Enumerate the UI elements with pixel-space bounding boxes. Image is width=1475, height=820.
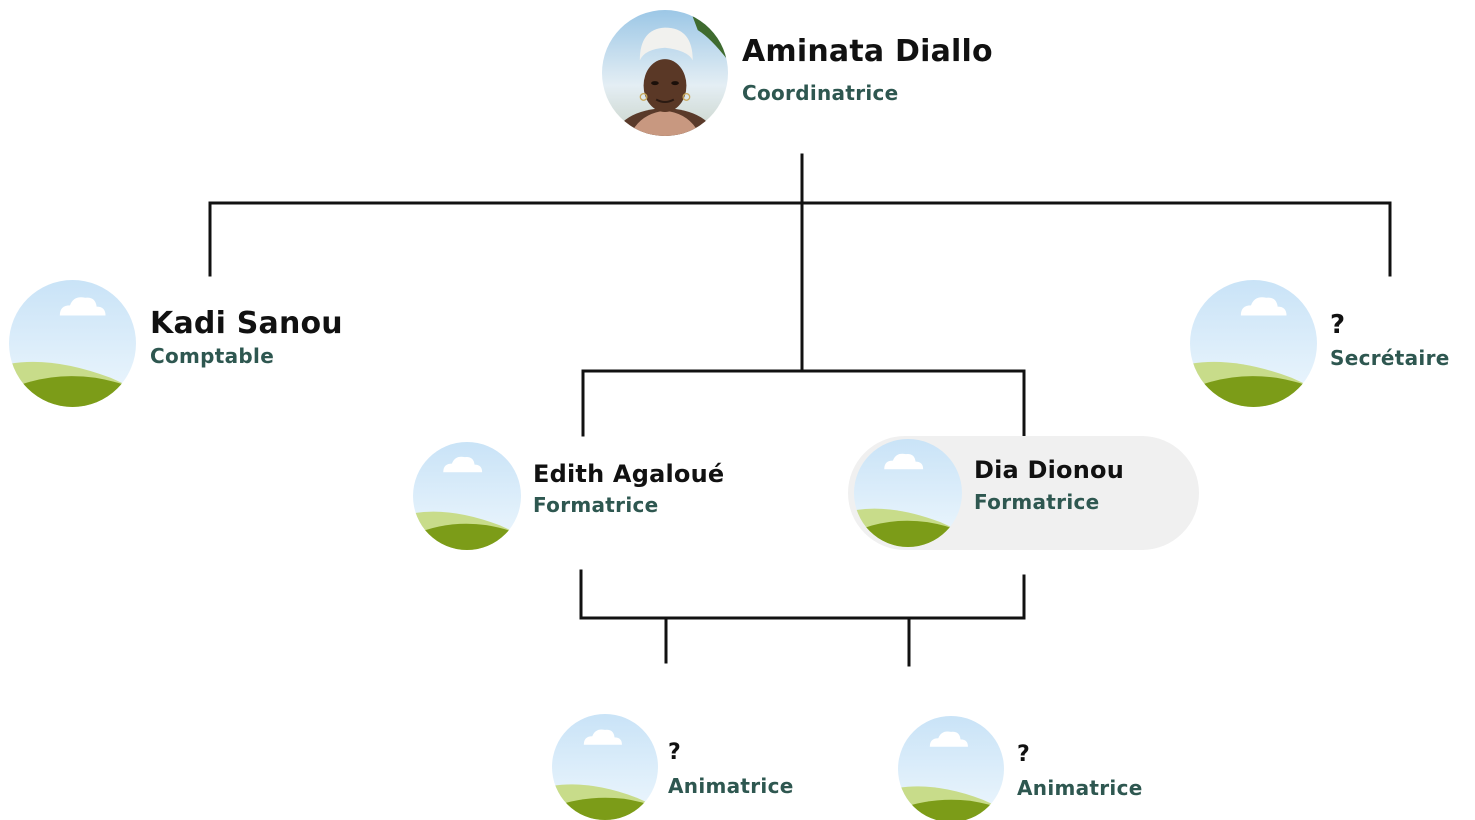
person-role: Animatrice	[1017, 776, 1143, 800]
person-name: Kadi Sanou	[150, 306, 343, 341]
person-name: ?	[1017, 742, 1030, 767]
landscape-placeholder-icon	[898, 716, 1004, 820]
person-name: ?	[668, 740, 681, 765]
person-name: Aminata Diallo	[742, 34, 993, 69]
person-card-secretaire[interactable]: ? Secrétaire	[1190, 280, 1470, 410]
person-card-comptable[interactable]: Kadi Sanou Comptable	[9, 280, 389, 410]
landscape-placeholder-icon	[413, 442, 521, 550]
person-role: Coordinatrice	[742, 81, 899, 105]
person-role: Comptable	[150, 344, 275, 368]
person-card-animatrice-2[interactable]: ? Animatrice	[898, 716, 1198, 820]
person-card-formatrice-dia[interactable]: Dia Dionou Formatrice	[848, 436, 1199, 550]
person-role: Formatrice	[533, 493, 659, 517]
landscape-placeholder-icon	[552, 714, 658, 820]
landscape-placeholder-icon	[1190, 280, 1317, 407]
person-card-animatrice-1[interactable]: ? Animatrice	[552, 714, 832, 820]
landscape-placeholder-icon	[9, 280, 136, 407]
person-card-coordinatrice[interactable]: Aminata Diallo Coordinatrice	[600, 8, 1020, 138]
person-role: Formatrice	[974, 490, 1100, 514]
person-role: Secrétaire	[1330, 346, 1450, 370]
person-name: Dia Dionou	[974, 456, 1124, 484]
portrait-photo	[602, 10, 728, 136]
person-name: Edith Agaloué	[533, 460, 725, 488]
person-name: ?	[1330, 310, 1346, 340]
person-role: Animatrice	[668, 774, 794, 798]
landscape-placeholder-icon	[854, 439, 962, 547]
person-card-formatrice-edith[interactable]: Edith Agaloué Formatrice	[413, 442, 793, 552]
